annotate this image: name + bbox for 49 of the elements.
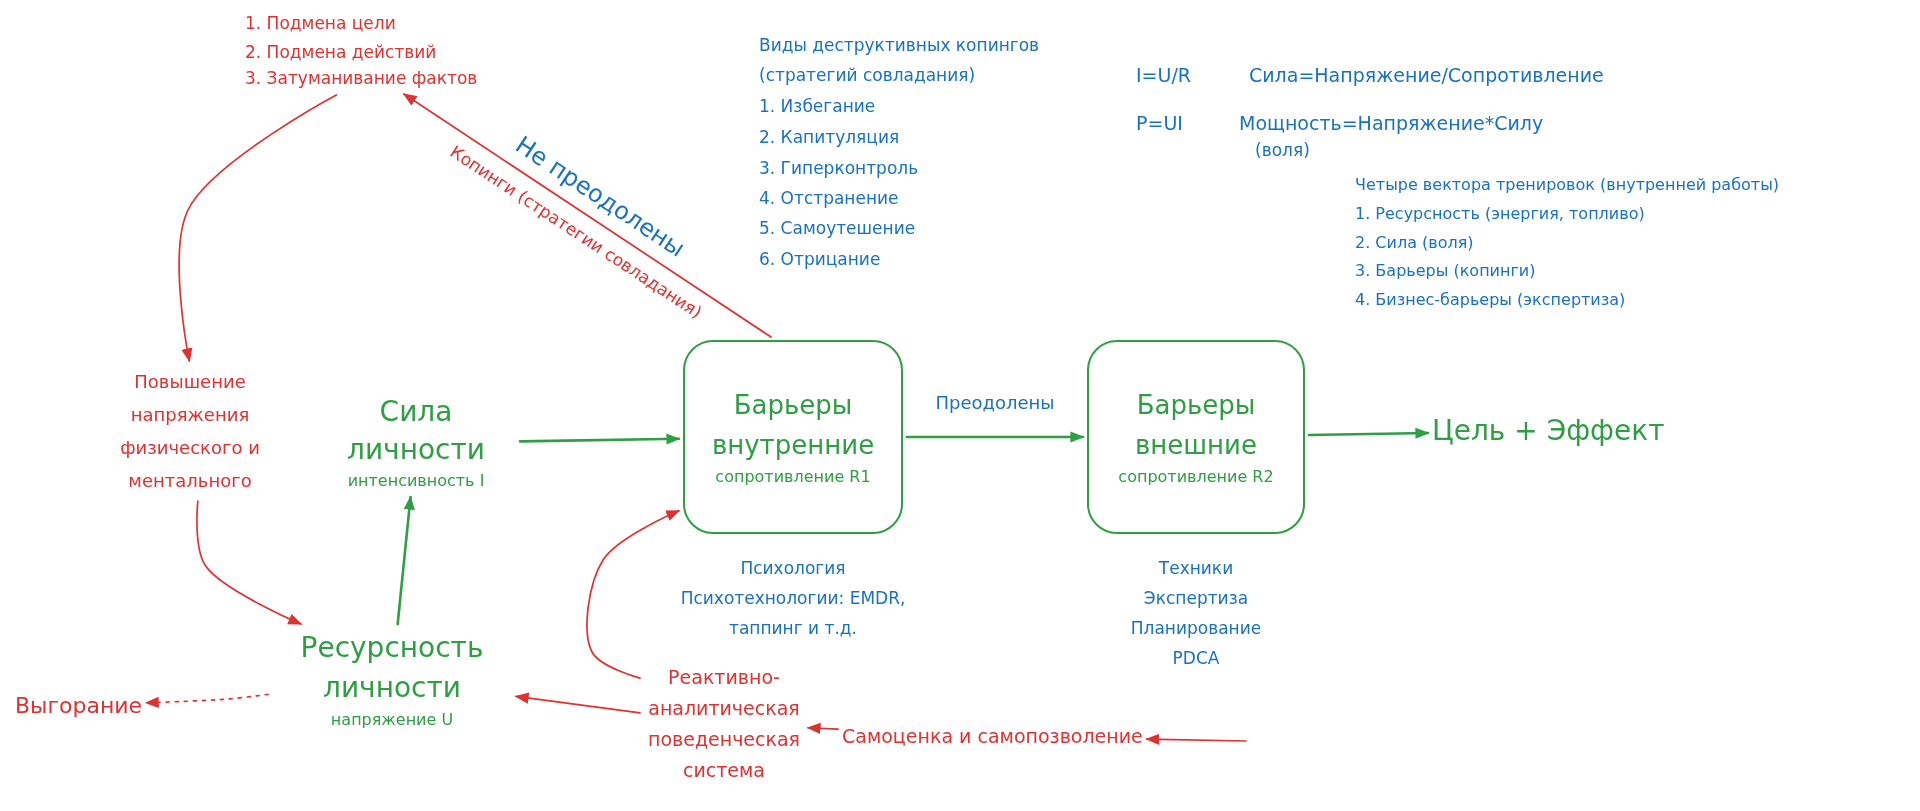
node-label: Повышение напряжения физического и ментального bbox=[105, 365, 275, 497]
arrow bbox=[586, 509, 681, 680]
node-subtitle: интенсивность I bbox=[346, 470, 486, 492]
note-text: P=UI bbox=[1136, 111, 1183, 136]
note-text: 2. Сила (воля) bbox=[1355, 232, 1474, 254]
arrow bbox=[196, 500, 303, 625]
note-text: 4. Отстранение bbox=[759, 187, 899, 210]
arrow bbox=[806, 722, 839, 734]
note-text: I=U/R bbox=[1136, 63, 1192, 88]
note-text: Сила=Напряжение/Сопротивление bbox=[1249, 63, 1604, 88]
note-text: 4. Бизнес-барьеры (экспертиза) bbox=[1355, 289, 1626, 311]
note-text: (воля) bbox=[1255, 139, 1310, 162]
arrow bbox=[518, 433, 681, 445]
box-title: Барьеры внешние bbox=[1134, 389, 1258, 462]
arrow bbox=[514, 692, 641, 714]
note-text: 2. Капитуляция bbox=[759, 126, 900, 149]
box-title: Барьеры внутренние bbox=[710, 389, 876, 462]
note-text: Виды деструктивных копингов (стратегий совладания) bbox=[759, 34, 1041, 87]
note-text: 1. Ресурсность (энергия, топливо) bbox=[1355, 203, 1645, 225]
note-text: Четыре вектора тренировок (внутренней работы) bbox=[1355, 174, 1780, 196]
node-label: Выгорание bbox=[15, 690, 143, 722]
node-subtitle: напряжение U bbox=[329, 709, 455, 731]
node-title: Сила личности bbox=[346, 394, 486, 468]
node-title: Ресурсность личности bbox=[299, 630, 485, 706]
list-item: 2. Подмена действий bbox=[245, 41, 438, 64]
node-label: Реактивно-аналитическая поведенческая система bbox=[644, 662, 804, 786]
note-text: Психология Психотехнологии: EMDR, таппинг и т.д. bbox=[679, 557, 907, 640]
note-text: 3. Барьеры (копинги) bbox=[1355, 260, 1536, 282]
note-text: 6. Отрицание bbox=[759, 248, 881, 271]
list-item: 3. Затуманивание фактов bbox=[245, 67, 479, 90]
rounded-box bbox=[683, 340, 903, 534]
box-subtitle: сопротивление R2 bbox=[1118, 466, 1274, 488]
note-text: 5. Самоутешение bbox=[759, 217, 916, 240]
arrow bbox=[1145, 733, 1247, 745]
list-item: 1. Подмена цели bbox=[245, 12, 397, 35]
note-text: Техники Экспертиза Планирование PDCA bbox=[1129, 557, 1263, 670]
arrow bbox=[396, 495, 415, 626]
note-text: Мощность=Напряжение*Силу bbox=[1239, 111, 1544, 136]
note-text: 1. Избегание bbox=[759, 95, 876, 118]
node-label: Самоценка и самопозволение bbox=[842, 721, 1143, 751]
box-subtitle: сопротивление R1 bbox=[715, 466, 871, 488]
arrow bbox=[1307, 427, 1430, 439]
arrow bbox=[905, 431, 1085, 443]
node-label: Цель + Эффект bbox=[1432, 411, 1665, 451]
arrow bbox=[178, 94, 338, 363]
rounded-box bbox=[1087, 340, 1305, 534]
arrow bbox=[402, 93, 772, 338]
arrow bbox=[144, 693, 269, 708]
note-text: 3. Гиперконтроль bbox=[759, 157, 919, 180]
